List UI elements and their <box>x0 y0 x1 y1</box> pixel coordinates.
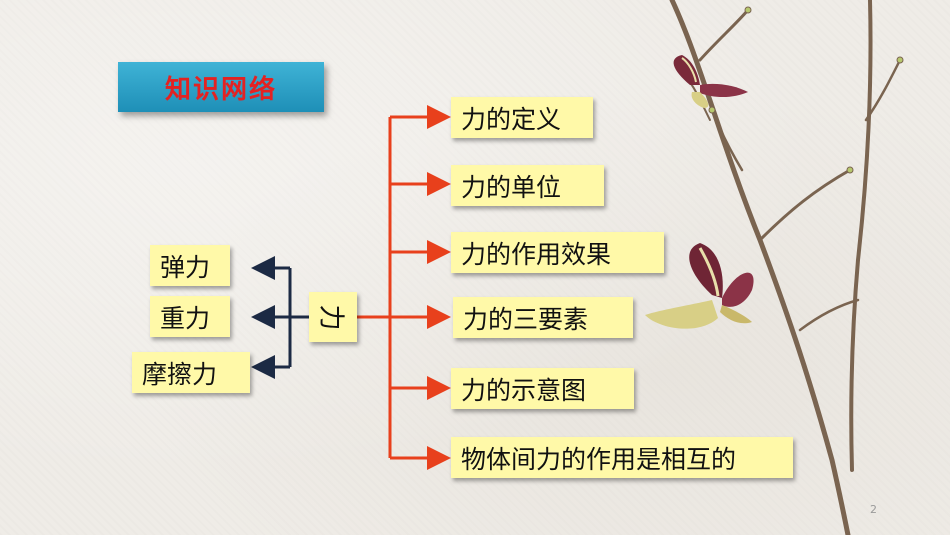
node-label: 物体间力的作用是相互的 <box>461 444 737 474</box>
node-label: 重力 <box>160 303 211 333</box>
node-interaction-mutual: 物体间力的作用是相互的 <box>451 437 793 478</box>
left-arrows <box>251 256 309 379</box>
center-node-force: 力 <box>309 292 357 342</box>
node-gravity: 重力 <box>150 296 230 337</box>
node-label: 力的定义 <box>461 104 562 134</box>
page-title: 知识网络 <box>118 62 324 112</box>
node-force-diagram: 力的示意图 <box>451 368 634 409</box>
butterfly-icon <box>673 55 748 108</box>
right-arrows <box>357 105 451 470</box>
node-label: 摩擦力 <box>142 359 218 389</box>
butterfly-icon <box>645 243 754 329</box>
node-force-unit: 力的单位 <box>451 165 604 206</box>
node-label: 力的作用效果 <box>461 239 612 269</box>
node-label: 力的单位 <box>461 172 562 202</box>
node-label: 力的示意图 <box>461 375 587 405</box>
center-node-label: 力 <box>315 303 346 331</box>
node-label: 力的三要素 <box>463 304 589 334</box>
page-number: 2 <box>870 503 877 516</box>
node-force-definition: 力的定义 <box>451 97 593 138</box>
node-force-effects: 力的作用效果 <box>451 232 664 273</box>
node-friction: 摩擦力 <box>132 352 250 393</box>
node-force-three-elements: 力的三要素 <box>453 297 633 338</box>
node-elastic-force: 弹力 <box>150 245 230 286</box>
node-label: 弹力 <box>160 252 211 282</box>
